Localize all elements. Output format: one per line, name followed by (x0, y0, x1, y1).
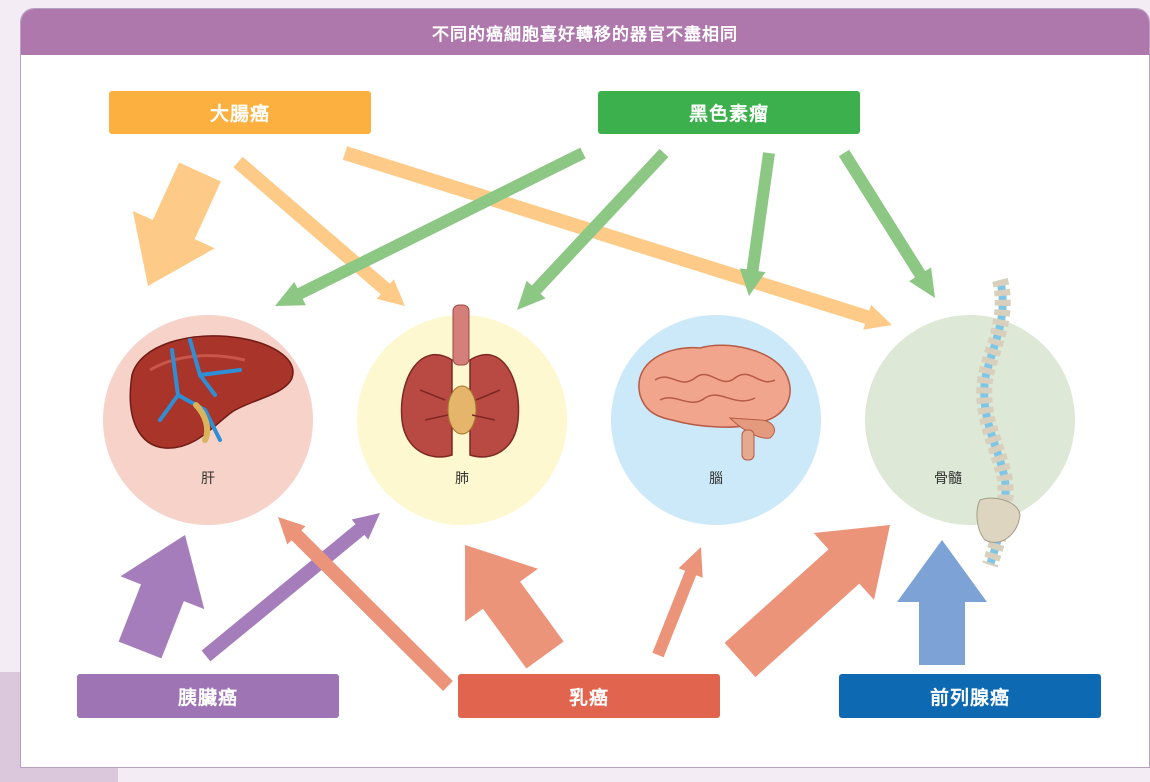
metastasis-arrow-breast-12 (724, 525, 890, 678)
organ-label-bone-marrow: 骨髓 (934, 471, 962, 487)
arrows-layer (118, 146, 987, 691)
metastasis-arrow-breast-10 (465, 545, 564, 669)
diagram-title: 不同的癌細胞喜好轉移的器官不盡相同 (21, 9, 1149, 55)
brain-icon (638, 344, 791, 461)
organ-circle-bone-marrow (865, 315, 1075, 525)
cancer-label-melanoma: 黑色素瘤 (598, 91, 860, 134)
organ-label-lung: 肺 (455, 471, 469, 487)
lung-icon (400, 304, 520, 458)
cancer-label-colorectal: 大腸癌 (109, 91, 371, 134)
organ-label-brain: 腦 (709, 471, 723, 487)
metastasis-arrow-colorectal-0 (132, 162, 221, 286)
metastasis-arrow-pancreatic-7 (118, 535, 205, 659)
metastasis-arrow-melanoma-6 (838, 149, 935, 298)
metastasis-arrow-melanoma-5 (739, 152, 775, 296)
metastasis-arrow-pancreatic-8 (201, 513, 380, 662)
metastasis-arrow-breast-9 (278, 517, 453, 691)
metastasis-arrow-melanoma-4 (517, 148, 669, 310)
cancer-label-prostate: 前列腺癌 (839, 674, 1101, 718)
metastasis-arrow-breast-11 (652, 547, 703, 658)
cancer-label-breast: 乳癌 (458, 674, 720, 718)
organ-label-liver: 肝 (201, 471, 215, 487)
liver-icon (129, 335, 294, 449)
metastasis-arrow-melanoma-3 (275, 147, 586, 306)
spine-icon (976, 278, 1021, 568)
cancer-label-pancreatic: 胰臟癌 (77, 674, 339, 718)
metastasis-arrow-prostate-13 (897, 540, 987, 665)
